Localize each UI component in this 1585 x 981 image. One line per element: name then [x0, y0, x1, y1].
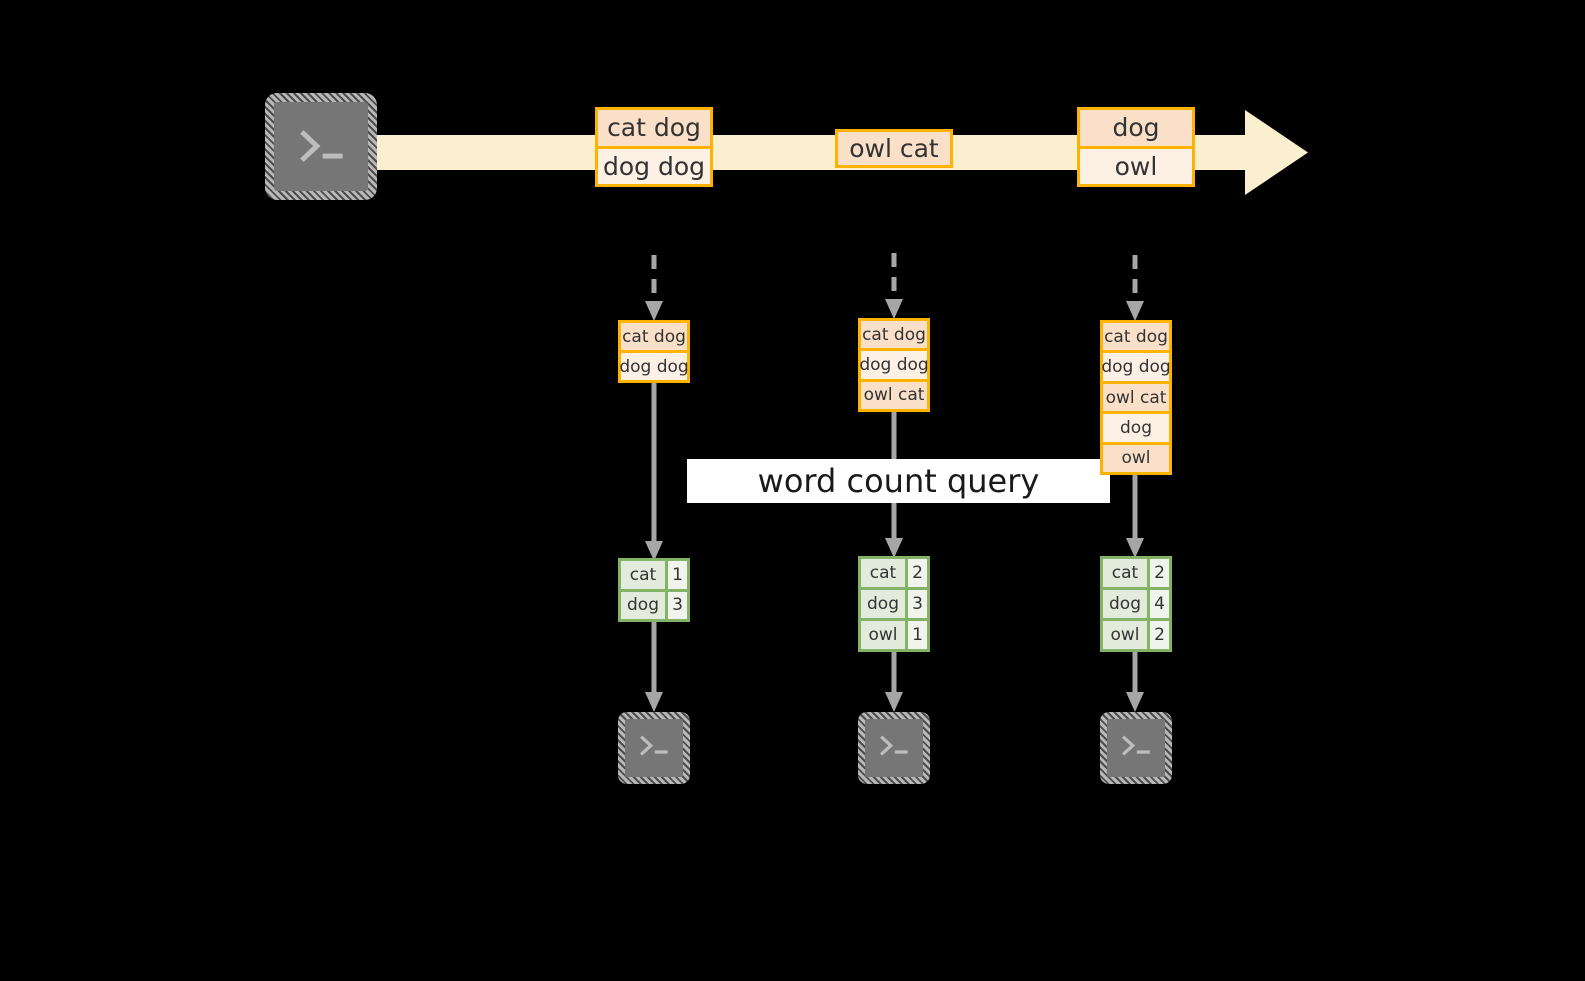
result-table-s3: cat 2 dog 4 owl 2	[1100, 556, 1172, 652]
word-count-query-banner: word count query	[687, 459, 1110, 503]
stream-record-r2: owl cat	[835, 129, 953, 168]
state-line: dog dog	[619, 350, 689, 380]
table-row: cat 2	[1103, 559, 1169, 587]
result-to-consumer-connector-s1	[645, 622, 663, 714]
dashed-connector-s3	[1126, 255, 1144, 323]
result-word: cat	[621, 561, 665, 589]
state-stack-s1: cat dog dog dog	[618, 320, 690, 383]
stream-record-line: owl	[1080, 145, 1192, 184]
stream-record-line: owl cat	[838, 132, 950, 165]
state-line: cat dog	[621, 323, 687, 350]
result-word: owl	[1103, 621, 1147, 649]
state-line: dog dog	[859, 348, 929, 379]
result-count: 3	[665, 591, 687, 619]
result-count: 1	[665, 561, 687, 589]
result-count: 2	[1147, 559, 1169, 587]
consumer-terminal-icon-s3	[1100, 712, 1172, 784]
state-to-result-connector-s3	[1126, 475, 1144, 560]
producer-terminal-icon	[265, 93, 377, 200]
banner-label: word count query	[757, 462, 1040, 500]
state-to-result-connector-s1	[645, 383, 663, 563]
state-line: dog dog	[1101, 350, 1171, 381]
result-to-consumer-connector-s2	[885, 652, 903, 714]
result-count: 1	[905, 621, 927, 649]
state-line: owl cat	[1103, 380, 1169, 412]
result-word: dog	[621, 591, 665, 619]
table-row: dog 3	[621, 588, 687, 619]
stream-record-line: dog dog	[598, 145, 710, 184]
dashed-connector-s2	[885, 253, 903, 321]
dashed-connector-s1	[645, 255, 663, 323]
state-stack-s2: cat dog dog dog owl cat	[858, 318, 930, 412]
state-line: dog	[1103, 411, 1169, 442]
result-count: 2	[905, 559, 927, 587]
state-line: owl	[1103, 441, 1169, 473]
table-row: dog 4	[1103, 587, 1169, 618]
state-line: cat dog	[861, 321, 927, 349]
table-row: cat 1	[621, 561, 687, 589]
result-table-s2: cat 2 dog 3 owl 1	[858, 556, 930, 652]
stream-record-r1: cat dog dog dog	[595, 107, 713, 187]
result-word: cat	[861, 559, 905, 587]
result-count: 4	[1147, 590, 1169, 618]
result-word: dog	[861, 590, 905, 618]
consumer-terminal-icon-s2	[858, 712, 930, 784]
stream-record-line: dog	[1080, 110, 1192, 146]
consumer-terminal-icon-s1	[618, 712, 690, 784]
stream-record-r3: dog owl	[1077, 107, 1195, 187]
state-line: owl cat	[861, 378, 927, 409]
stream-record-line: cat dog	[598, 110, 710, 146]
result-word: dog	[1103, 590, 1147, 618]
result-word: owl	[861, 621, 905, 649]
result-to-consumer-connector-s3	[1126, 652, 1144, 714]
table-row: dog 3	[861, 587, 927, 618]
result-count: 2	[1147, 621, 1169, 649]
table-row: owl 2	[1103, 618, 1169, 649]
table-row: owl 1	[861, 618, 927, 649]
table-row: cat 2	[861, 559, 927, 587]
result-word: cat	[1103, 559, 1147, 587]
result-count: 3	[905, 590, 927, 618]
result-table-s1: cat 1 dog 3	[618, 558, 690, 622]
state-stack-s3: cat dog dog dog owl cat dog owl	[1100, 320, 1172, 475]
state-line: cat dog	[1103, 323, 1169, 351]
